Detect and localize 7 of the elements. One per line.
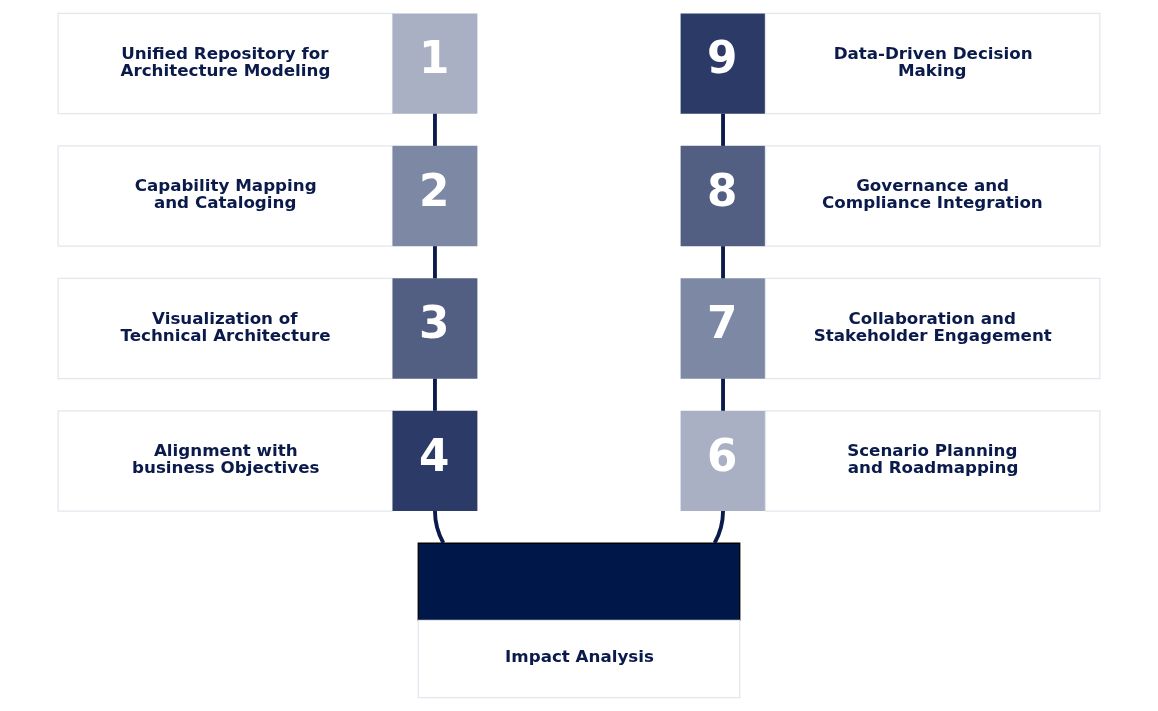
connector	[433, 246, 437, 279]
connector	[433, 378, 437, 411]
connector	[721, 378, 725, 411]
connector	[712, 511, 725, 544]
connector	[721, 246, 725, 279]
connector	[721, 113, 725, 146]
connector	[433, 113, 437, 146]
